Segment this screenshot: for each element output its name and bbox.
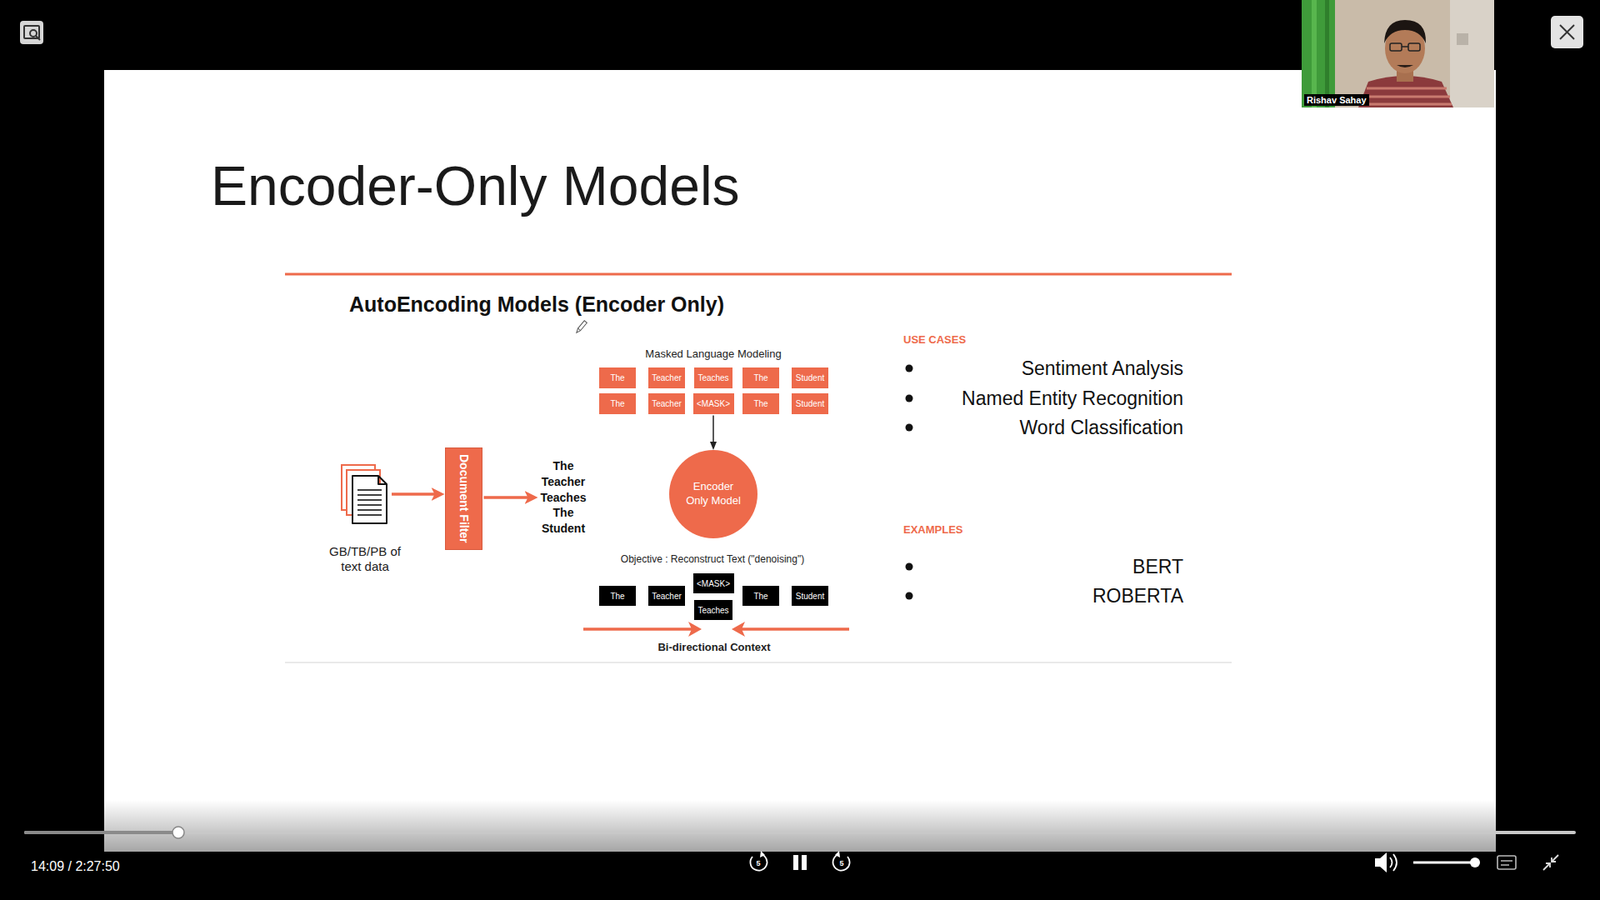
text-line [357,494,382,496]
flow-arrow [391,492,441,496]
list-heading: USE CASES [903,334,966,347]
volume-slider [1413,861,1475,865]
example-model: BERT [1132,555,1184,578]
node-text: <MASK> [696,579,730,589]
token-box: The [742,393,780,415]
presenter-name: Rishav Sahay [1304,94,1370,107]
node-text: The [610,399,625,409]
context-arrowhead [731,621,745,637]
skip-seconds: 5 [839,859,844,868]
node-text: Teacher [651,591,682,601]
rewind-icon [750,850,767,871]
token-box: The [599,367,636,389]
text-line [357,489,382,491]
context-arrow [583,627,692,631]
bullet-dot [905,395,914,403]
context-arrowhead [688,621,702,637]
node-text: The [753,373,768,383]
token-box-dark: Teacher [648,585,685,606]
divider-line [285,273,1232,276]
pause-icon [793,855,807,870]
forward-icon [833,850,850,871]
node-text: GB/TB/PB of text data [323,544,407,576]
objective-text: Objective : Reconstruct Text ("denoising… [620,554,805,566]
exit-fullscreen-icon [1543,855,1559,870]
node-text: Teaches [697,605,729,615]
pencil-cursor [575,320,587,335]
slide-title: Encoder-Only Models [210,155,740,217]
divider-line [285,661,1232,664]
filter-bar: Document Filter [445,447,483,550]
node-text: Document Filter [456,454,470,544]
token-box: Student [791,393,829,415]
bullet-dot [905,563,914,571]
playback-time: 14:09 / 2:27:50 [30,859,120,875]
progress-played [25,830,179,835]
captions-icon [1497,855,1516,870]
token-box: Student [791,367,829,389]
zoom-icon [20,20,44,45]
bullet-dot [905,365,914,373]
node-text: <MASK> [696,399,730,409]
node-text: The [610,373,625,383]
node-text: The [753,591,768,601]
document-glyph [340,463,390,526]
node-text: Encoder Only Model [681,480,745,509]
example-model: ROBERTA [1092,585,1184,607]
token-box: The [742,367,780,389]
panel-caption: Bi-directional Context [657,641,770,655]
node-text: Student [795,373,825,383]
panel-heading: Masked Language Modeling [645,348,781,361]
use-case: Word Classification [1020,416,1184,439]
node-text: The Teacher Teaches The Student [540,458,587,537]
node-text: The [753,399,768,409]
volume-knob [1470,857,1480,868]
page-front [352,475,387,524]
token-box-dark: The [742,585,780,606]
node-text: The [610,591,625,601]
token-box: <MASK> [693,393,735,415]
progress-knob [172,826,185,839]
token-box-dark: Student [791,585,829,606]
flow-arrow [484,495,535,500]
use-case: Named Entity Recognition [961,387,1184,410]
document-icon: GB/TB/PB of text data [340,463,390,526]
skip-seconds: 5 [755,859,760,868]
volume-icon [1375,852,1397,873]
token-box-dark: <MASK> [693,573,735,594]
flow-arrow [712,415,715,449]
model-circle: Encoder Only Model [669,450,758,539]
node-text: Teacher [651,373,682,383]
bullet-dot [905,592,914,600]
text-line [357,504,382,506]
context-arrow [741,627,850,631]
progress-track [25,830,1575,835]
text-line [357,514,382,516]
sentence-text: The Teacher Teaches The Student [538,455,590,540]
slide-background [104,70,1496,852]
token-box-dark: The [599,585,636,606]
node-text: Student [795,591,825,601]
node-text: Student [795,399,825,409]
token-box: The [599,393,636,415]
token-box: Teacher [648,367,685,389]
node-text: Teaches [697,373,729,383]
text-line [357,499,382,501]
webcam-feed [1301,0,1495,108]
close-button [1550,15,1584,49]
token-box: Teaches [694,367,733,389]
token-box-dark: Teaches [694,600,733,620]
token-box: Teacher [648,393,685,415]
control-shade [104,800,1496,852]
bullet-dot [905,424,914,432]
use-case: Sentiment Analysis [1021,357,1184,380]
node-text: Teacher [651,399,682,409]
list-heading: EXAMPLES [903,524,964,537]
text-line [357,509,382,511]
section-heading: AutoEncoding Models (Encoder Only) [349,292,725,317]
